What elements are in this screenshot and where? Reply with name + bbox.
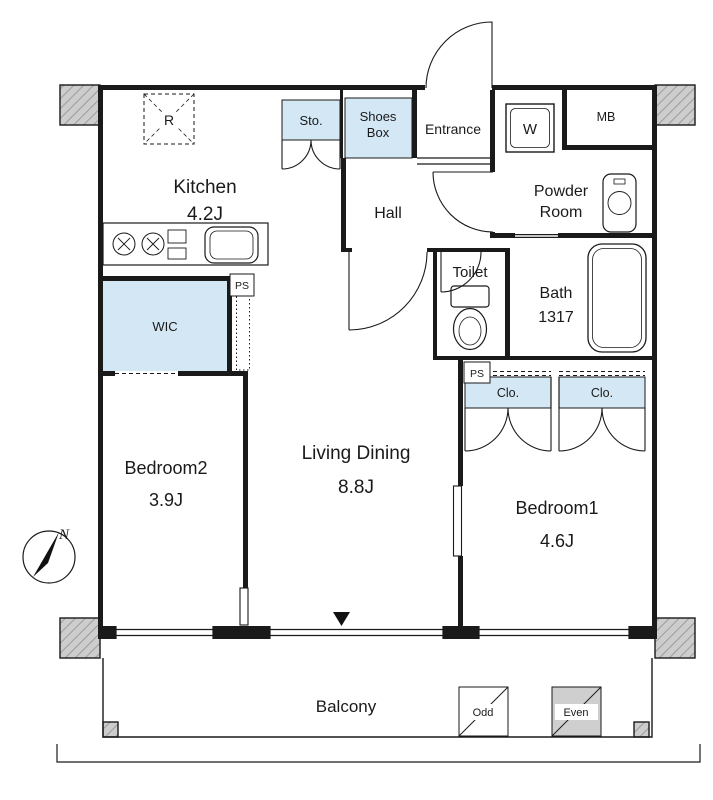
storage-box [281,99,341,141]
balcony-pier-right [633,721,650,738]
toilet-bowl-inner [458,316,482,346]
entrance-label: Entrance [425,121,481,137]
room-labels: Kitchen 4.2J Living Dining 8.8J Bedroom2… [124,109,615,719]
burner-left [112,232,136,256]
toilet-icon [450,285,490,351]
ps-kitchen-label: PS [235,280,249,292]
bathtub-icon [587,243,647,353]
washer-icon [505,103,555,153]
pillar-top-left [59,84,101,126]
storage-label: Sto. [299,113,322,128]
odd-hatch-label: Odd [473,707,494,719]
closet2-label: Clo. [591,386,613,400]
bath-label: Bath [540,285,573,302]
hall-label: Hall [374,205,402,222]
wic-area [103,281,227,371]
refrigerator-dashed-box [143,93,195,145]
bathtub-outline [587,243,647,353]
living-label: Living Dining [302,443,411,464]
powder-room-label-line2: Room [540,204,583,221]
pillar-bottom-left [59,617,101,659]
odd-label-chip [464,704,502,720]
bathtub-inner [592,248,642,348]
burner-right [141,232,165,256]
powder-room-label-line1: Powder [534,183,589,200]
powder-sink-icon [602,173,637,233]
closet1-label: Clo. [497,386,519,400]
meter-box-label: MB [597,110,616,124]
bath-size-label: 1317 [538,309,574,326]
pipe-strip [236,295,250,371]
toilet-label: Toilet [452,264,488,281]
balcony-label: Balcony [316,697,377,716]
washer-drum [510,108,550,148]
dashed-openings [115,371,645,376]
living-size-label: 8.8J [338,477,374,498]
odd-hatch [458,686,509,737]
even-hatch [551,686,602,737]
balcony-access-marker [333,612,350,626]
shoes-box-label-line2: Box [367,125,390,140]
toilet-tank [450,285,490,308]
burner-marks [117,237,160,251]
bedroom2-size-label: 3.9J [149,490,183,510]
toilet-bowl [452,307,488,351]
shoes-box-label-line1: Shoes [360,109,397,124]
bedroom2-label: Bedroom2 [124,458,207,478]
window-lines [115,157,630,639]
stove-panel [167,247,187,260]
vanity-outline [602,173,637,233]
refrigerator-label-chip [161,112,178,129]
storage-fills [103,97,646,409]
washer-label: W [523,121,538,138]
ps-kitchen-box [229,273,255,297]
door-swing-arcs [281,21,646,452]
balcony-outline [102,658,653,738]
bedroom1-label: Bedroom1 [515,498,598,518]
even-label-chip [555,704,598,720]
ps-toilet-box [463,361,491,384]
washer-outline [505,103,555,153]
kitchen-size-label: 4.2J [187,204,223,225]
site-baseline [56,744,701,763]
compass: N [22,527,76,584]
sink-outline [204,226,259,264]
kitchen-label: Kitchen [173,177,236,198]
stove-grill [167,229,187,244]
pillar-bottom-right [654,617,696,659]
balcony-pier-left [102,721,119,738]
north-label: N [58,527,70,543]
shoes-box [344,97,413,159]
compass-needle [33,532,59,577]
bedroom1-sliding-door [452,485,463,557]
bedroom2-door-leaf [239,587,249,626]
even-hatch-label: Even [563,707,588,719]
vanity-faucet [613,178,626,185]
kitchen-sink-icon [204,226,259,264]
pillar-top-right [654,84,696,126]
sink-basin [209,230,254,260]
refrigerator-area [143,93,195,145]
refrigerator-label: R [164,112,174,128]
ps-toilet-label: PS [470,368,484,380]
corner-pillars [59,84,696,738]
bedroom1-size-label: 4.6J [540,531,574,551]
vanity-bowl [607,191,632,215]
wic-label: WIC [152,319,177,334]
